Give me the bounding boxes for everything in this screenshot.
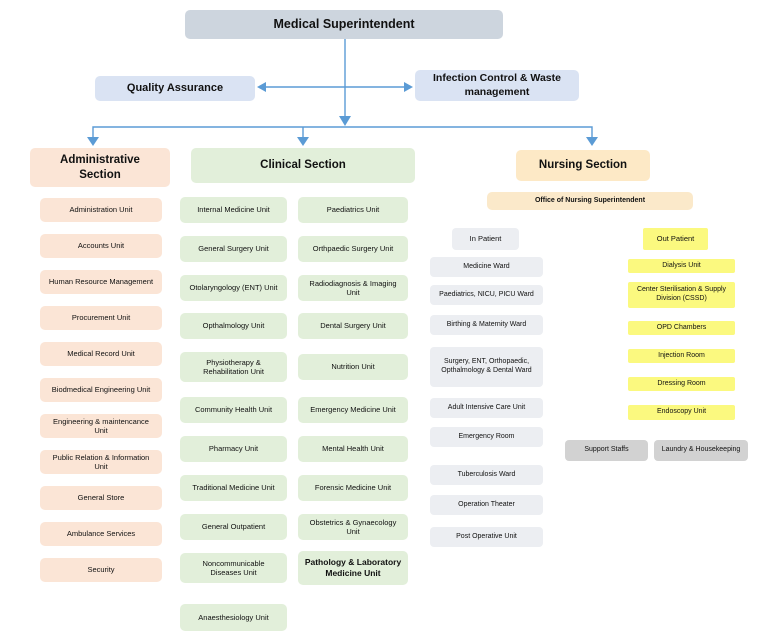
- nursing-section-header: Nursing Section: [516, 150, 650, 181]
- clinical-unit-box: Anaesthesiology Unit: [180, 604, 287, 631]
- laundry-housekeeping-box: Laundry & Housekeeping: [654, 440, 748, 461]
- clinical-unit-box: Obstetrics & Gynaecology Unit: [298, 514, 408, 540]
- out-patient-unit-box: Endoscopy Unit: [628, 405, 735, 420]
- admin-unit-box: General Store: [40, 486, 162, 510]
- admin-unit-box: Procurement Unit: [40, 306, 162, 330]
- out-patient-unit-box: Center Sterilisation & Supply Division (…: [628, 282, 735, 308]
- administrative-section-header: Administrative Section: [30, 148, 170, 187]
- clinical-unit-box: Pharmacy Unit: [180, 436, 287, 462]
- clinical-unit-box: Radiodiagnosis & Imaging Unit: [298, 275, 408, 301]
- in-patient-ward-box: Tuberculosis Ward: [430, 465, 543, 485]
- clinical-unit-box: Paediatrics Unit: [298, 197, 408, 223]
- quality-assurance-box: Quality Assurance: [95, 76, 255, 101]
- clinical-unit-box: Pathology & Laboratory Medicine Unit: [298, 551, 408, 585]
- in-patient-ward-box: Medicine Ward: [430, 257, 543, 277]
- clinical-unit-box: Dental Surgery Unit: [298, 313, 408, 339]
- admin-unit-box: Security: [40, 558, 162, 582]
- in-patient-ward-box: Operation Theater: [430, 495, 543, 515]
- support-staffs-box: Support Staffs: [565, 440, 648, 461]
- clinical-unit-box: Noncommunicable Diseases Unit: [180, 553, 287, 583]
- admin-unit-box: Public Relation & Information Unit: [40, 450, 162, 474]
- out-patient-unit-box: Dialysis Unit: [628, 259, 735, 273]
- clinical-unit-box: Emergency Medicine Unit: [298, 397, 408, 423]
- out-patient-header-box: Out Patient: [643, 228, 708, 250]
- admin-unit-box: Medical Record Unit: [40, 342, 162, 366]
- in-patient-ward-box: Paediatrics, NICU, PICU Ward: [430, 285, 543, 305]
- clinical-unit-box: Otolaryngology (ENT) Unit: [180, 275, 287, 301]
- clinical-unit-box: Physiotherapy & Rehabilitation Unit: [180, 352, 287, 382]
- clinical-unit-box: Mental Health Unit: [298, 436, 408, 462]
- in-patient-header-box: In Patient: [452, 228, 519, 250]
- in-patient-ward-box: Surgery, ENT, Orthopaedic, Opthalmology …: [430, 347, 543, 387]
- clinical-unit-box: Community Health Unit: [180, 397, 287, 423]
- clinical-unit-box: Nutrition Unit: [298, 354, 408, 380]
- clinical-unit-box: Forensic Medicine Unit: [298, 475, 408, 501]
- out-patient-unit-box: Dressing Room: [628, 377, 735, 391]
- admin-unit-box: Human Resource Management: [40, 270, 162, 294]
- clinical-unit-box: Orthpaedic Surgery Unit: [298, 236, 408, 262]
- medical-superintendent-box: Medical Superintendent: [185, 10, 503, 39]
- clinical-section-header: Clinical Section: [191, 148, 415, 183]
- admin-unit-box: Engineering & maintencance Unit: [40, 414, 162, 438]
- clinical-unit-box: General Surgery Unit: [180, 236, 287, 262]
- in-patient-ward-box: Birthing & Maternity Ward: [430, 315, 543, 335]
- clinical-unit-box: General Outpatient: [180, 514, 287, 540]
- in-patient-ward-box: Emergency Room: [430, 427, 543, 447]
- admin-unit-box: Accounts Unit: [40, 234, 162, 258]
- office-of-nursing-superintendent-box: Office of Nursing Superintendent: [487, 192, 693, 210]
- infection-control-box: Infection Control & Waste management: [415, 70, 579, 101]
- in-patient-ward-box: Adult Intensive Care Unit: [430, 398, 543, 418]
- clinical-unit-box: Internal Medicine Unit: [180, 197, 287, 223]
- in-patient-ward-box: Post Operative Unit: [430, 527, 543, 547]
- clinical-unit-box: Opthalmology Unit: [180, 313, 287, 339]
- admin-unit-box: Administration Unit: [40, 198, 162, 222]
- out-patient-unit-box: Injection Room: [628, 349, 735, 363]
- clinical-unit-box: Traditional Medicine Unit: [180, 475, 287, 501]
- admin-unit-box: Ambulance Services: [40, 522, 162, 546]
- admin-unit-box: Biodmedical Engineering Unit: [40, 378, 162, 402]
- out-patient-unit-box: OPD Chambers: [628, 321, 735, 335]
